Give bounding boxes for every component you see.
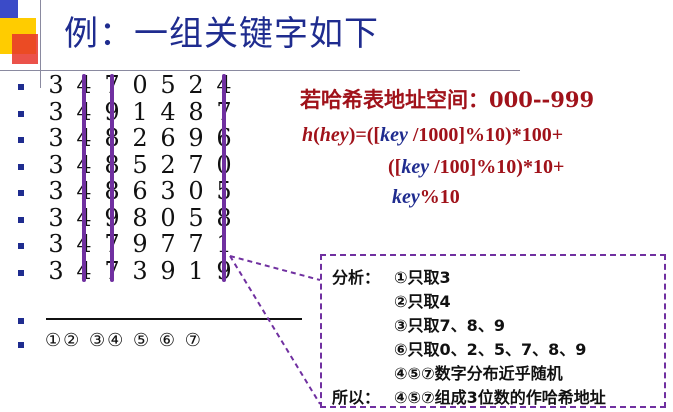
decor-line (0, 70, 520, 71)
digit-cell: 3 (48, 150, 64, 179)
formula-token: h (302, 124, 314, 146)
formula-token: key (401, 156, 430, 178)
digit-cell: 3 (48, 230, 64, 258)
digit-cell: 6 (132, 177, 148, 205)
digit-cell: 9 (160, 256, 176, 285)
analysis-label: 分析： (332, 268, 381, 287)
digit-cell: 0 (160, 203, 176, 232)
digit-cell: 7 (160, 230, 176, 258)
digit-cell: 9 (188, 124, 204, 152)
column-highlight-bar (110, 74, 114, 282)
formula-token: /100]%10)*10+ (429, 156, 565, 178)
digit-cell: 5 (132, 150, 148, 179)
digit-cell: 7 (188, 150, 204, 179)
digit-cell: 5 (188, 203, 204, 232)
digit-cell: 0 (132, 71, 148, 99)
digit-cell: 5 (160, 71, 176, 99)
analysis-line: ②只取4 (394, 292, 451, 311)
formula-token: )=([ (348, 124, 381, 146)
formula-token: /1000]%10)*100+ (407, 124, 564, 146)
digit-row: 3470524 (18, 72, 248, 98)
digit-cell: 3 (48, 124, 64, 152)
digit-cell: 6 (160, 124, 176, 152)
formula-token: ( (313, 124, 320, 146)
digit-row: 3498058 (18, 205, 248, 231)
digit-cell: 3 (132, 256, 148, 285)
bullet (18, 110, 24, 117)
digit-row: 3479771 (18, 231, 248, 257)
slide-title: 例：一组关键字如下 (64, 14, 379, 54)
analysis-line: ④⑤⑦数字分布近乎随机 (394, 364, 563, 383)
digit-cell: 2 (188, 71, 204, 99)
bullet (18, 342, 24, 348)
digit-row: 3482696 (18, 125, 248, 151)
digit-cell: 3 (48, 256, 64, 285)
digit-cell: 3 (48, 177, 64, 205)
column-highlight-bar (222, 74, 226, 282)
digit-cell: 8 (188, 97, 204, 126)
digit-cell: 2 (160, 150, 176, 179)
digit-cell: 8 (132, 203, 148, 232)
formula-line-1: h(hey)=([key /1000]%10)*100+ (302, 124, 563, 147)
conclusion-label: 所以： (332, 388, 381, 407)
digit-cell: 0 (188, 177, 204, 205)
corner-decoration (0, 0, 18, 22)
digit-row: 3486305 (18, 178, 248, 204)
formula-token: ([ (388, 156, 402, 178)
digit-row: 3473919 (18, 258, 248, 284)
analysis-line: ①只取3 (394, 268, 451, 287)
bullet (18, 243, 24, 249)
conclusion-text: ④⑤⑦组成3位数的作哈希地址 (394, 388, 606, 407)
analysis-line: ③只取7、8、9 (394, 316, 505, 335)
digit-cell: 3 (160, 177, 176, 205)
digit-cell: 7 (188, 230, 204, 258)
column-highlight-bar (82, 74, 86, 282)
formula-token: %10 (419, 186, 460, 208)
bullet (18, 84, 24, 90)
corner-decoration (12, 34, 38, 64)
address-space-text: 若哈希表地址空间：000--999 (300, 87, 595, 112)
analysis-box: 分析： ①只取3 ②只取4 ③只取7、8、9 ⑥只取0、2、5、7、8、9 ④⑤… (320, 254, 666, 408)
analysis-line: ⑥只取0、2、5、7、8、9 (394, 340, 587, 359)
bullet (18, 269, 24, 276)
formula-line-3: key%10 (392, 186, 460, 209)
digit-cell: 3 (48, 71, 64, 99)
digit-cell: 4 (160, 97, 176, 126)
column-labels: ①② ③④ ⑤ ⑥ ⑦ (45, 330, 203, 351)
digit-cell: 3 (48, 203, 64, 232)
formula-line-2: ([key /100]%10)*10+ (388, 156, 564, 179)
digit-cell: 3 (48, 97, 64, 126)
digit-cell: 2 (132, 124, 148, 152)
formula-token: key (380, 124, 408, 146)
bullet (18, 137, 24, 143)
bullet (18, 163, 24, 170)
digit-row: 3491487 (18, 99, 248, 125)
digit-cell: 1 (188, 256, 204, 285)
table-underline (46, 318, 302, 320)
bullet (18, 318, 24, 324)
bullet (18, 190, 24, 196)
formula-token: hey (319, 124, 349, 146)
digit-cell: 9 (132, 230, 148, 258)
decor-line (40, 0, 41, 88)
digit-cell: 1 (132, 97, 148, 126)
formula-token: key (392, 186, 420, 208)
bullet (18, 216, 24, 223)
digit-row: 3485270 (18, 152, 248, 178)
